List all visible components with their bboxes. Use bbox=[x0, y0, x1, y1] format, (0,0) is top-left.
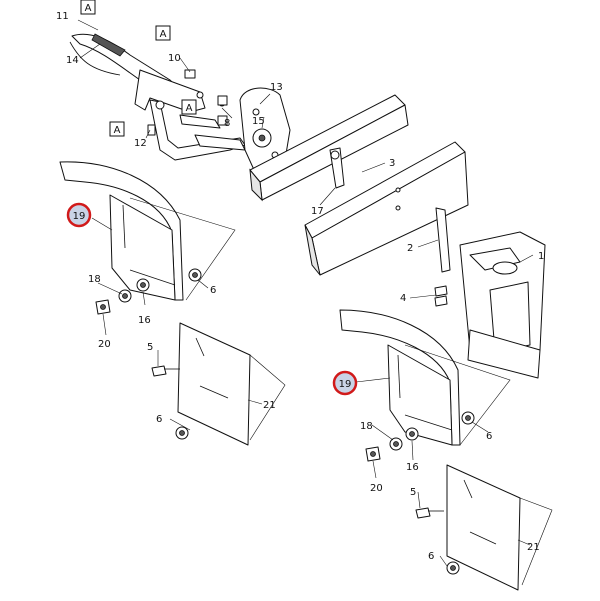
lower-crossbeam bbox=[304, 141, 469, 276]
callout-21-a: 21 bbox=[263, 400, 276, 411]
callout-11: 11 bbox=[56, 11, 69, 22]
mudflap-left bbox=[177, 322, 286, 446]
svg-text:19: 19 bbox=[73, 211, 86, 222]
callout-16-a: 16 bbox=[138, 315, 151, 326]
callout-20-a: 20 bbox=[98, 339, 111, 350]
frame-bracket bbox=[435, 207, 546, 379]
lever-assembly bbox=[69, 33, 246, 161]
callout-6-c: 6 bbox=[156, 414, 162, 425]
callout-14: 14 bbox=[66, 55, 79, 66]
callout-18-a: 18 bbox=[88, 274, 101, 285]
callout-20-b: 20 bbox=[370, 483, 383, 494]
svg-text:A: A bbox=[160, 29, 167, 40]
callout-21-b: 21 bbox=[527, 542, 540, 553]
callout-1: 1 bbox=[538, 251, 544, 262]
callout-8: 8 bbox=[224, 118, 230, 129]
callout-19-highlight-lower[interactable]: 19 bbox=[332, 370, 358, 396]
section-marker-a-4: A bbox=[109, 121, 125, 137]
svg-text:19: 19 bbox=[339, 379, 352, 390]
svg-text:A: A bbox=[114, 125, 121, 136]
callout-17: 17 bbox=[311, 206, 324, 217]
mudflap-right bbox=[446, 464, 553, 591]
callout-19-highlight-upper[interactable]: 19 bbox=[66, 202, 92, 228]
callout-13: 13 bbox=[270, 82, 283, 93]
hardware-left bbox=[95, 268, 202, 440]
callout-3: 3 bbox=[389, 158, 395, 169]
section-marker-a-1: A bbox=[80, 0, 96, 15]
callout-2: 2 bbox=[407, 243, 413, 254]
svg-text:A: A bbox=[186, 103, 193, 114]
callout-6-d: 6 bbox=[428, 551, 434, 562]
callout-6-b: 6 bbox=[486, 431, 492, 442]
hardware-right bbox=[365, 285, 475, 575]
callout-12: 12 bbox=[134, 138, 147, 149]
fender-left bbox=[59, 161, 236, 301]
callout-15: 15 bbox=[252, 116, 265, 127]
callout-labels: 11 14 10 8 13 15 12 3 17 1 2 4 6 6 6 6 1… bbox=[56, 11, 544, 562]
section-marker-a-2: A bbox=[155, 25, 171, 41]
callout-5-b: 5 bbox=[410, 487, 416, 498]
callout-10: 10 bbox=[168, 53, 181, 64]
svg-text:A: A bbox=[85, 3, 92, 14]
callout-4: 4 bbox=[400, 293, 406, 304]
gearbox-plate bbox=[239, 87, 291, 173]
leader-lines bbox=[77, 19, 534, 567]
callout-6-a: 6 bbox=[210, 285, 216, 296]
callout-16-b: 16 bbox=[406, 462, 419, 473]
callout-5-a: 5 bbox=[147, 342, 153, 353]
callout-18-b: 18 bbox=[360, 421, 373, 432]
fender-right bbox=[339, 309, 511, 446]
section-marker-a-3: A bbox=[181, 99, 197, 115]
upper-crossbeam bbox=[249, 94, 409, 202]
